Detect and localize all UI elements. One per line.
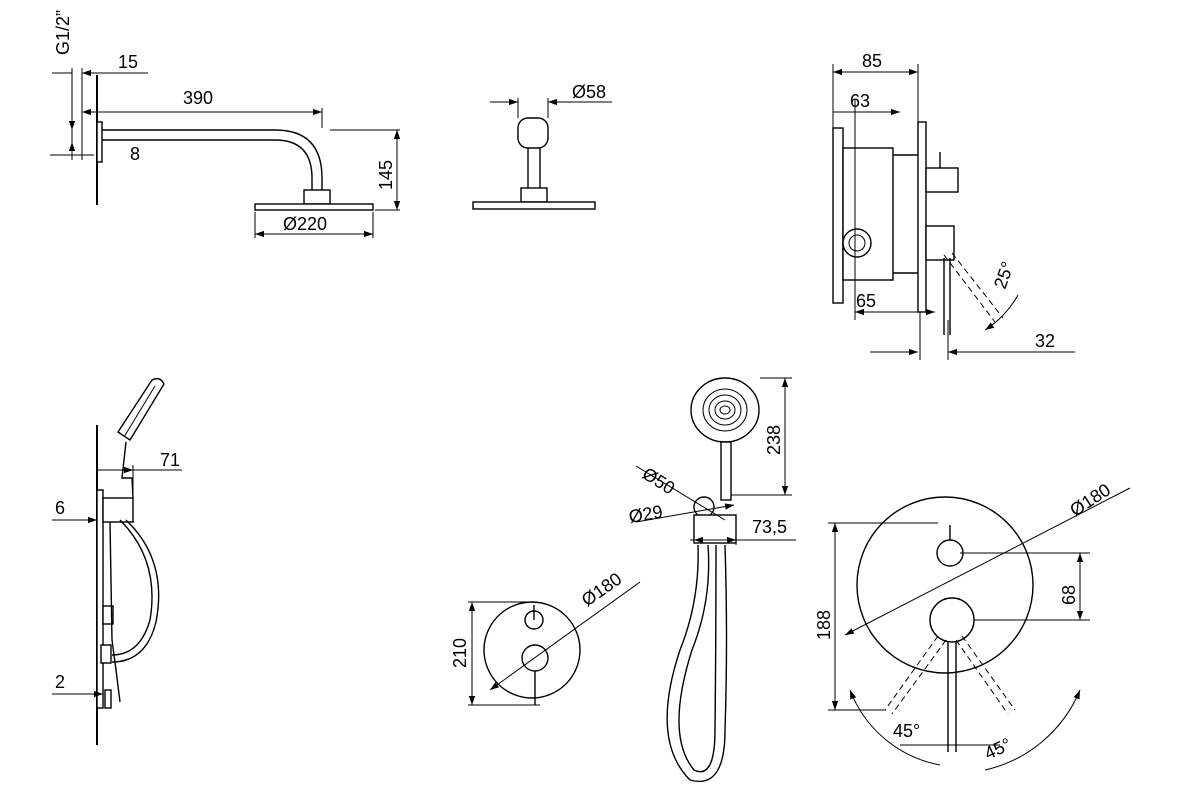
dim-180-large: Ø180 bbox=[1066, 480, 1114, 521]
wall-plate-front-view: 210 Ø180 bbox=[450, 569, 641, 706]
dim-71: 71 bbox=[160, 450, 180, 470]
dim-2: 2 bbox=[55, 672, 65, 692]
hand-shower-view: 238 Ø50 Ø29 73,5 bbox=[627, 377, 796, 782]
dim-6: 6 bbox=[55, 498, 65, 518]
dim-73-5: 73,5 bbox=[752, 517, 787, 537]
mixer-side-view: 85 63 65 25° 32 bbox=[832, 51, 1075, 360]
slide-rail-side-view: 71 6 2 bbox=[52, 377, 182, 745]
mixer-plate-front-view: Ø180 188 68 45° 45° bbox=[814, 480, 1131, 771]
dim-85: 85 bbox=[862, 51, 882, 71]
shower-arm-front-view: Ø58 bbox=[472, 82, 612, 210]
dim-65: 65 bbox=[856, 291, 876, 311]
dim-15: 15 bbox=[118, 52, 138, 72]
dim-45-degree-right: 45° bbox=[981, 734, 1014, 764]
dim-180-small: Ø180 bbox=[578, 569, 626, 611]
dim-63: 63 bbox=[850, 91, 870, 111]
dim-210: 210 bbox=[450, 638, 470, 668]
dim-8: 8 bbox=[130, 144, 140, 164]
dim-29: Ø29 bbox=[627, 501, 664, 527]
dim-45-degree-left: 45° bbox=[893, 721, 920, 741]
dim-25-degree: 25° bbox=[990, 259, 1018, 291]
dim-145: 145 bbox=[376, 160, 396, 190]
dim-238: 238 bbox=[764, 425, 784, 455]
dim-50: Ø50 bbox=[639, 463, 678, 498]
dim-58: Ø58 bbox=[572, 82, 606, 102]
thread-label: G1/2” bbox=[53, 10, 73, 55]
dim-68: 68 bbox=[1059, 585, 1079, 605]
shower-arm-side-view: G1/2” 15 390 8 145 Ø220 bbox=[50, 10, 401, 238]
dim-188: 188 bbox=[814, 610, 834, 640]
dim-32: 32 bbox=[1035, 331, 1055, 351]
dim-220: Ø220 bbox=[283, 214, 327, 234]
dim-390: 390 bbox=[183, 88, 213, 108]
